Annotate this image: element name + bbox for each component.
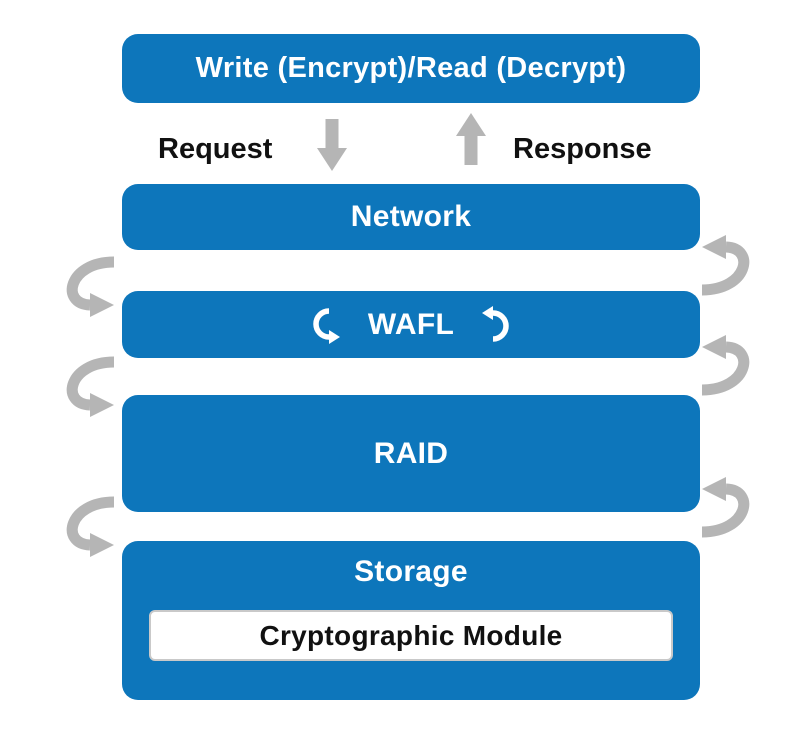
- up-arrow-icon: [453, 112, 489, 168]
- curved-up-flow-arrow-icon-1: [698, 234, 768, 300]
- wafl-label: WAFL: [367, 307, 455, 341]
- raid-label: RAID: [373, 436, 449, 470]
- curved-down-flow-arrow-icon-3: [48, 492, 118, 558]
- curved-down-flow-arrow-icon-2: [48, 352, 118, 418]
- request-label: Request: [158, 133, 273, 165]
- circular-arrow-right-icon: [480, 305, 520, 345]
- down-arrow-icon: [314, 116, 350, 172]
- raid-box: RAID: [122, 395, 700, 512]
- curved-up-flow-arrow-icon-2: [698, 334, 768, 400]
- circular-arrow-left-icon: [302, 305, 342, 345]
- cryptographic-module-box: Cryptographic Module: [149, 610, 673, 661]
- network-label: Network: [350, 200, 472, 233]
- storage-box: Storage Cryptographic Module: [122, 541, 700, 700]
- response-label: Response: [513, 133, 652, 165]
- write-read-label: Write (Encrypt)/Read (Decrypt): [195, 52, 627, 84]
- write-read-box: Write (Encrypt)/Read (Decrypt): [122, 34, 700, 103]
- network-box: Network: [122, 184, 700, 250]
- cryptographic-module-label: Cryptographic Module: [259, 619, 563, 651]
- wafl-box: WAFL: [122, 291, 700, 358]
- curved-down-flow-arrow-icon-1: [48, 252, 118, 318]
- curved-up-flow-arrow-icon-3: [698, 476, 768, 542]
- storage-label: Storage: [354, 555, 468, 588]
